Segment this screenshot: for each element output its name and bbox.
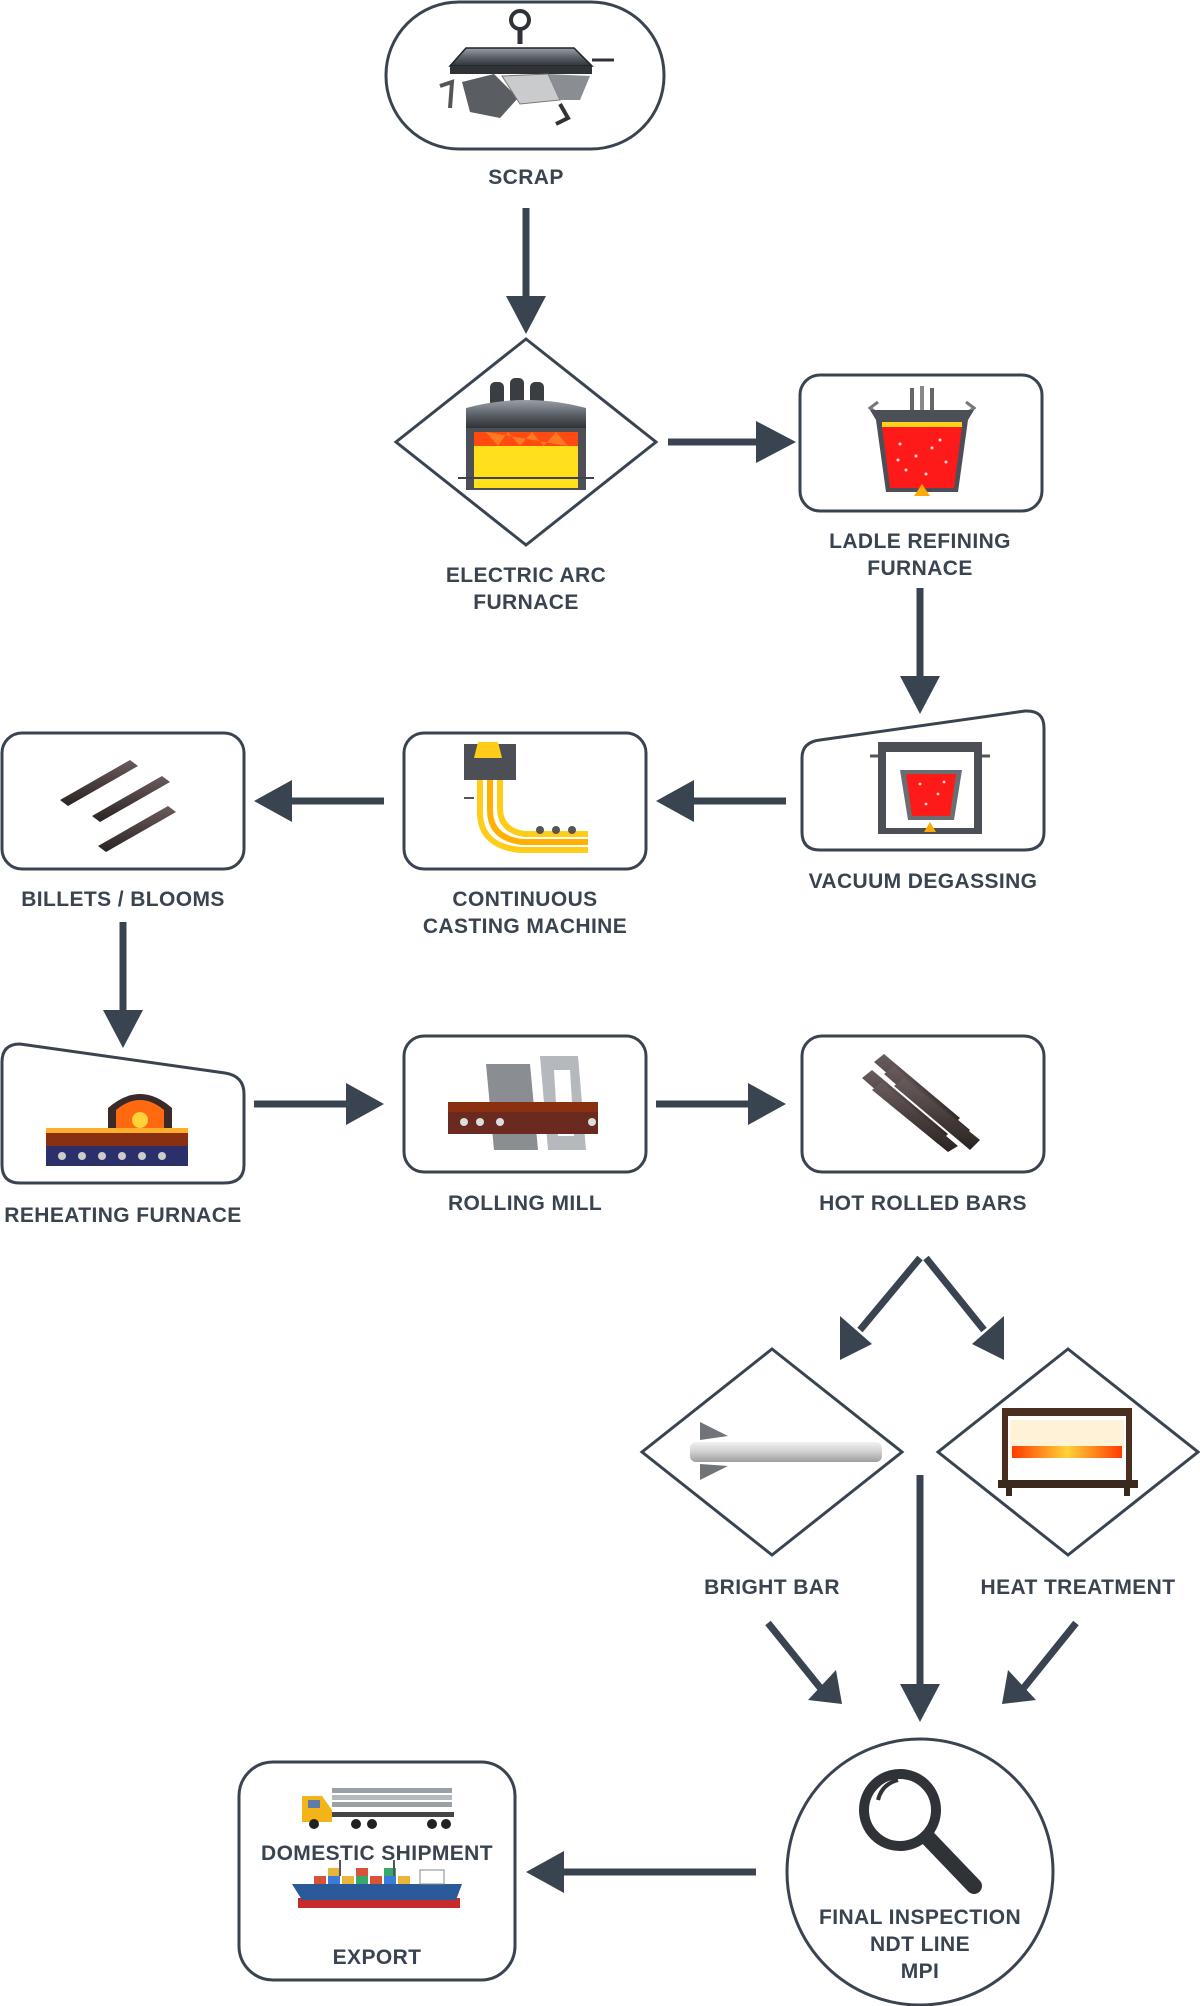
- inspection-label-line3: MPI: [900, 1960, 940, 1983]
- arrow-hrb-to-heat: [923, 1255, 987, 1333]
- vd-label: VACUUM DEGASSING: [780, 868, 1066, 895]
- magnifier-icon: [859, 1769, 982, 1894]
- arrowhead: [656, 780, 694, 822]
- bright-bar-icon: [690, 1422, 882, 1480]
- inspection-label-line2: NDT LINE: [869, 1933, 971, 1956]
- eaf-label-line1: ELECTRIC ARC: [445, 564, 607, 587]
- arrowhead: [972, 1316, 1004, 1360]
- vacuum-degassing-icon: [870, 742, 990, 834]
- domestic-shipment-text: DOMESTIC SHIPMENT: [261, 1842, 493, 1865]
- lrf-label: LADLE REFINING FURNACE: [800, 528, 1040, 582]
- bright-label-text: BRIGHT BAR: [704, 1576, 840, 1599]
- reheating-furnace-icon: [46, 1094, 188, 1166]
- arrowhead: [900, 676, 940, 714]
- arrowhead: [526, 1851, 564, 1893]
- inspection-label-line1: FINAL INSPECTION: [818, 1906, 1022, 1929]
- truck-icon: [302, 1788, 454, 1829]
- arrowhead: [506, 296, 546, 334]
- billets-icon: [60, 760, 176, 852]
- eaf-label: ELECTRIC ARC FURNACE: [406, 562, 646, 616]
- arrowhead: [808, 1670, 842, 1704]
- billets-label: BILLETS / BLOOMS: [0, 886, 246, 913]
- heat-label: HEAT TREATMENT: [958, 1574, 1198, 1601]
- lrf-label-line1: LADLE REFINING: [829, 530, 1011, 553]
- ccm-label: CONTINUOUS CASTING MACHINE: [400, 886, 650, 940]
- eaf-label-line2: FURNACE: [473, 591, 579, 614]
- rolling-label-text: ROLLING MILL: [447, 1192, 603, 1215]
- heat-treatment-icon: [998, 1408, 1138, 1496]
- arrow-hrb-to-bright: [857, 1255, 923, 1333]
- arrow-bright-to-inspection: [765, 1620, 825, 1693]
- ccm-label-line1: CONTINUOUS: [452, 888, 598, 911]
- arrowhead: [254, 780, 292, 822]
- inspection-label: FINAL INSPECTION NDT LINE MPI: [800, 1904, 1040, 1985]
- inspection-node: [785, 1737, 1055, 2006]
- rolling-label: ROLLING MILL: [404, 1190, 646, 1217]
- arrow-heat-to-inspection: [1019, 1620, 1079, 1693]
- hot-rolled-bars-icon: [862, 1054, 980, 1152]
- arrowhead: [1002, 1670, 1036, 1704]
- bright-label: BRIGHT BAR: [672, 1574, 872, 1601]
- arrowhead: [900, 1684, 940, 1722]
- reheat-label: REHEATING FURNACE: [0, 1202, 246, 1229]
- arrowhead: [756, 421, 796, 463]
- hrb-label-text: HOT ROLLED BARS: [819, 1192, 1027, 1215]
- arrowhead: [840, 1316, 872, 1360]
- billets-label-text: BILLETS / BLOOMS: [21, 888, 225, 911]
- scrap-magnet-icon: [439, 9, 614, 126]
- export-label: EXPORT: [244, 1944, 510, 1971]
- arrowhead: [103, 1010, 143, 1048]
- scrap-label: SCRAP: [426, 164, 626, 191]
- scrap-label-text: SCRAP: [488, 166, 564, 189]
- ship-icon: [292, 1860, 462, 1908]
- rolling-mill-icon: [448, 1056, 598, 1150]
- hrb-label: HOT ROLLED BARS: [792, 1190, 1054, 1217]
- continuous-casting-icon: [464, 742, 588, 853]
- lrf-label-line2: FURNACE: [867, 557, 973, 580]
- reheat-label-text: REHEATING FURNACE: [4, 1204, 242, 1227]
- heat-label-text: HEAT TREATMENT: [980, 1576, 1176, 1599]
- ccm-label-line2: CASTING MACHINE: [422, 915, 628, 938]
- export-text: EXPORT: [332, 1946, 422, 1969]
- vd-label-text: VACUUM DEGASSING: [808, 870, 1038, 893]
- arrowhead: [346, 1083, 384, 1125]
- electric-arc-furnace-icon: [458, 378, 594, 490]
- ladle-icon: [867, 386, 977, 496]
- domestic-shipment-label: DOMESTIC SHIPMENT: [244, 1840, 510, 1867]
- arrowhead: [748, 1083, 786, 1125]
